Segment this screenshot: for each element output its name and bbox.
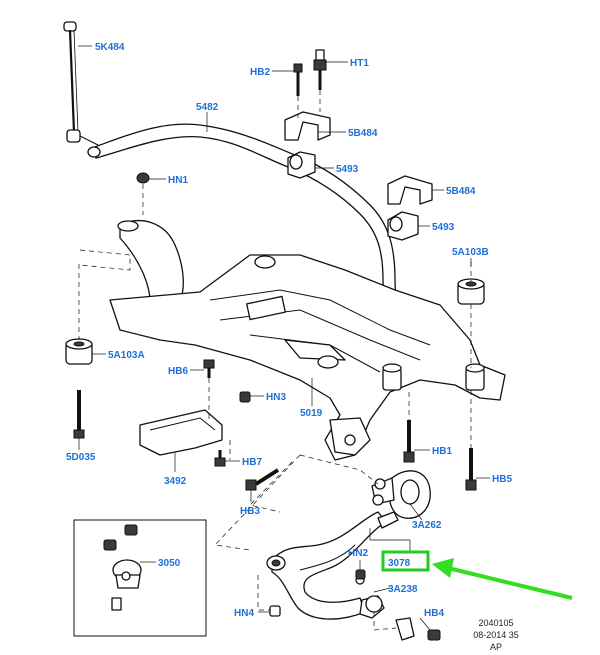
footer-code: AP <box>490 642 502 652</box>
label-3078: 3078 <box>388 558 411 569</box>
bolt-hb2 <box>293 63 303 96</box>
label-5019: 5019 <box>300 408 323 419</box>
label-5493-upper: 5493 <box>336 164 359 175</box>
label-5482: 5482 <box>196 102 219 113</box>
label-5493-lower: 5493 <box>432 222 455 233</box>
bolt-hb6 <box>203 359 215 378</box>
nut-hn3 <box>239 391 251 403</box>
bolt-hb3 <box>245 468 280 491</box>
label-hb3: HB3 <box>240 506 260 517</box>
label-hn1: HN1 <box>168 175 188 186</box>
label-hb1: HB1 <box>432 446 452 457</box>
label-hn2: HN2 <box>348 548 368 559</box>
label-5a103a: 5A103A <box>108 350 145 361</box>
stabilizer-clamp-upper <box>284 111 331 141</box>
label-3a238: 3A238 <box>388 584 418 595</box>
label-hb6: HB6 <box>168 366 188 377</box>
bushing-5a103b <box>457 278 485 305</box>
ball-joint-3a238 <box>365 595 383 613</box>
bolt-hb5 <box>465 448 477 491</box>
bushing-3a262 <box>371 470 431 519</box>
label-5d035: 5D035 <box>66 452 96 463</box>
label-hn4: HN4 <box>234 608 254 619</box>
lower-control-arm <box>266 511 399 620</box>
nut-hn1 <box>136 172 150 184</box>
nut-hn4 <box>269 605 281 617</box>
bushing-5a103a <box>65 338 93 365</box>
stabilizer-bushing-upper <box>287 151 316 179</box>
label-5a103b: 5A103B <box>452 247 489 258</box>
bolt-hb1 <box>403 420 415 463</box>
label-3492: 3492 <box>164 476 187 487</box>
stabilizer-bushing-lower <box>387 211 419 241</box>
label-hn3: HN3 <box>266 392 286 403</box>
bolt-hb4 <box>395 617 441 641</box>
label-3050: 3050 <box>158 558 181 569</box>
label-5b484-lower: 5B484 <box>446 186 476 197</box>
bolt-5d035 <box>73 390 85 439</box>
label-hb5: HB5 <box>492 474 512 485</box>
subframe <box>109 219 506 461</box>
leader-lines <box>78 45 490 631</box>
bolt-hb7 <box>214 450 226 467</box>
inset-box-3050 <box>73 519 207 637</box>
label-hb7: HB7 <box>242 457 262 468</box>
dashed-guides <box>78 90 472 631</box>
highlight-3078 <box>381 550 430 572</box>
footer-ref: 2040105 <box>478 618 513 628</box>
bracket-3492 <box>139 409 223 456</box>
stabilizer-clamp-lower <box>387 175 433 205</box>
stabilizer-link <box>63 21 101 147</box>
nut-hn2 <box>355 569 366 580</box>
green-arrow <box>432 558 573 600</box>
label-ht1: HT1 <box>350 58 369 69</box>
label-hb2: HB2 <box>250 67 270 78</box>
footer-date: 08-2014 35 <box>473 630 519 640</box>
label-hb4: HB4 <box>424 608 444 619</box>
stud-ht1 <box>313 49 327 90</box>
label-5b484-upper: 5B484 <box>348 128 378 139</box>
label-5k484: 5K484 <box>95 42 125 53</box>
label-3a262: 3A262 <box>412 520 442 531</box>
